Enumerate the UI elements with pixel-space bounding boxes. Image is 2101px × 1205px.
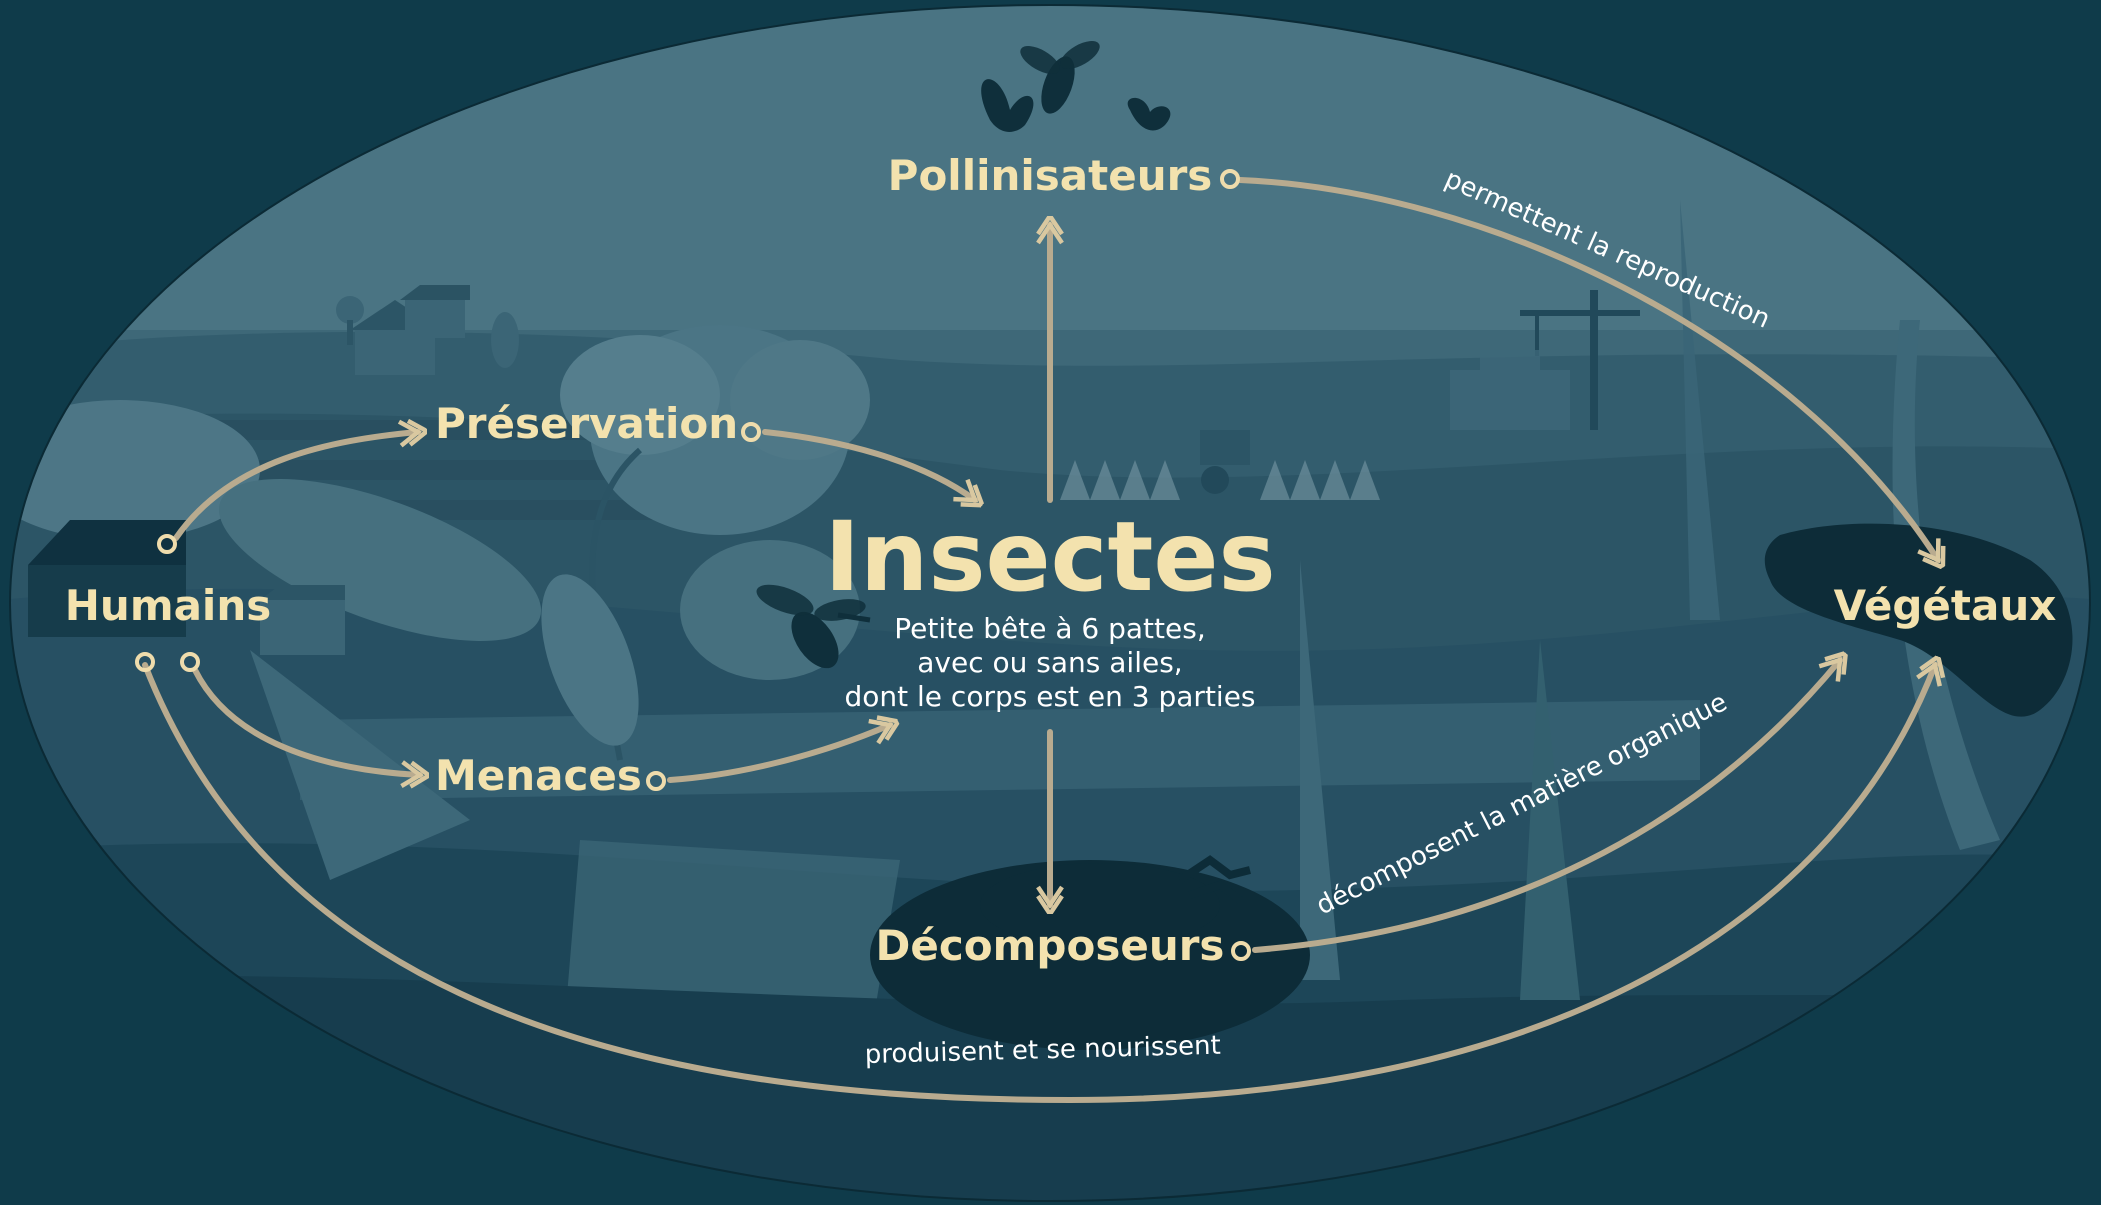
node-humains: Humains [65, 581, 271, 630]
center-title: Insectes [824, 501, 1275, 613]
node-vegetaux: Végétaux [1834, 581, 2057, 630]
center-description-line-3: dont le corps est en 3 parties [844, 680, 1255, 713]
center-description-line-2: avec ou sans ailes, [917, 646, 1182, 679]
node-decomposeurs: Décomposeurs [876, 921, 1225, 970]
node-pollinisateurs: Pollinisateurs [888, 151, 1213, 200]
node-preservation: Préservation [435, 399, 738, 448]
center-description-line-1: Petite bête à 6 pattes, [894, 612, 1205, 645]
node-menaces: Menaces [435, 751, 642, 800]
